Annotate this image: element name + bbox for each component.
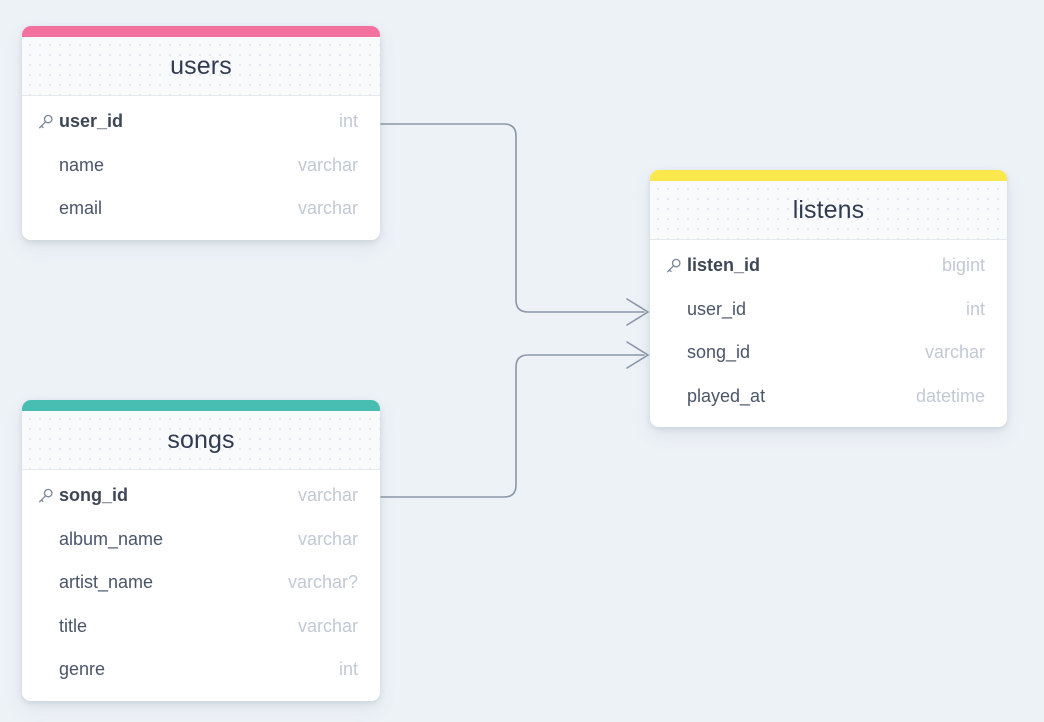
table-title-songs: songs <box>22 411 380 470</box>
key-icon <box>37 487 54 504</box>
field-name: artist_name <box>59 572 154 593</box>
key-icon <box>665 257 682 274</box>
field-name: title <box>59 615 88 636</box>
crowsfoot-listens-song-id <box>626 341 649 369</box>
field-type: varchar <box>297 485 358 506</box>
field-row[interactable]: artist_name varchar? <box>22 561 380 605</box>
field-type: varchar <box>297 615 358 636</box>
field-list-users: user_id int name varchar email varchar <box>22 96 380 240</box>
field-type: int <box>338 111 358 132</box>
field-row[interactable]: song_id varchar <box>650 331 1007 375</box>
accent-bar-listens <box>650 170 1007 181</box>
field-row[interactable]: email varchar <box>22 187 380 231</box>
field-row[interactable]: played_at datetime <box>650 375 1007 419</box>
edge-songs-listens <box>380 354 645 498</box>
field-row[interactable]: song_id varchar <box>22 474 380 518</box>
field-row[interactable]: user_id int <box>650 288 1007 332</box>
accent-bar-songs <box>22 400 380 411</box>
field-type: varchar? <box>287 572 358 593</box>
field-list-listens: listen_id bigint user_id int song_id var… <box>650 240 1007 427</box>
field-name: user_id <box>59 111 124 132</box>
field-list-songs: song_id varchar album_name varchar artis… <box>22 470 380 701</box>
field-row[interactable]: name varchar <box>22 144 380 188</box>
table-title-listens: listens <box>650 181 1007 240</box>
field-type: varchar <box>297 528 358 549</box>
field-type: int <box>338 659 358 680</box>
field-name: song_id <box>687 342 751 363</box>
field-type: int <box>965 298 985 319</box>
field-name: genre <box>59 659 106 680</box>
table-card-songs[interactable]: songs song_id varchar album_name varchar <box>22 400 380 701</box>
field-name: song_id <box>59 485 129 506</box>
field-name: name <box>59 154 105 175</box>
table-title-users: users <box>22 37 380 96</box>
field-row[interactable]: listen_id bigint <box>650 244 1007 288</box>
field-type: bigint <box>941 255 985 276</box>
field-row[interactable]: user_id int <box>22 100 380 144</box>
field-type: varchar <box>924 342 985 363</box>
field-name: played_at <box>687 385 766 406</box>
field-name: user_id <box>687 298 747 319</box>
edge-users-listens <box>380 123 645 313</box>
key-icon <box>37 113 54 130</box>
field-type: varchar <box>297 198 358 219</box>
field-type: varchar <box>297 154 358 175</box>
field-type: datetime <box>915 385 985 406</box>
field-name: album_name <box>59 528 164 549</box>
field-row[interactable]: genre int <box>22 648 380 692</box>
field-name: email <box>59 198 103 219</box>
table-card-users[interactable]: users user_id int name varchar email <box>22 26 380 240</box>
accent-bar-users <box>22 26 380 37</box>
table-card-listens[interactable]: listens listen_id bigint user_id int s <box>650 170 1007 427</box>
field-name: listen_id <box>687 255 761 276</box>
crowsfoot-listens-user-id <box>626 298 649 326</box>
field-row[interactable]: title varchar <box>22 605 380 649</box>
field-row[interactable]: album_name varchar <box>22 518 380 562</box>
